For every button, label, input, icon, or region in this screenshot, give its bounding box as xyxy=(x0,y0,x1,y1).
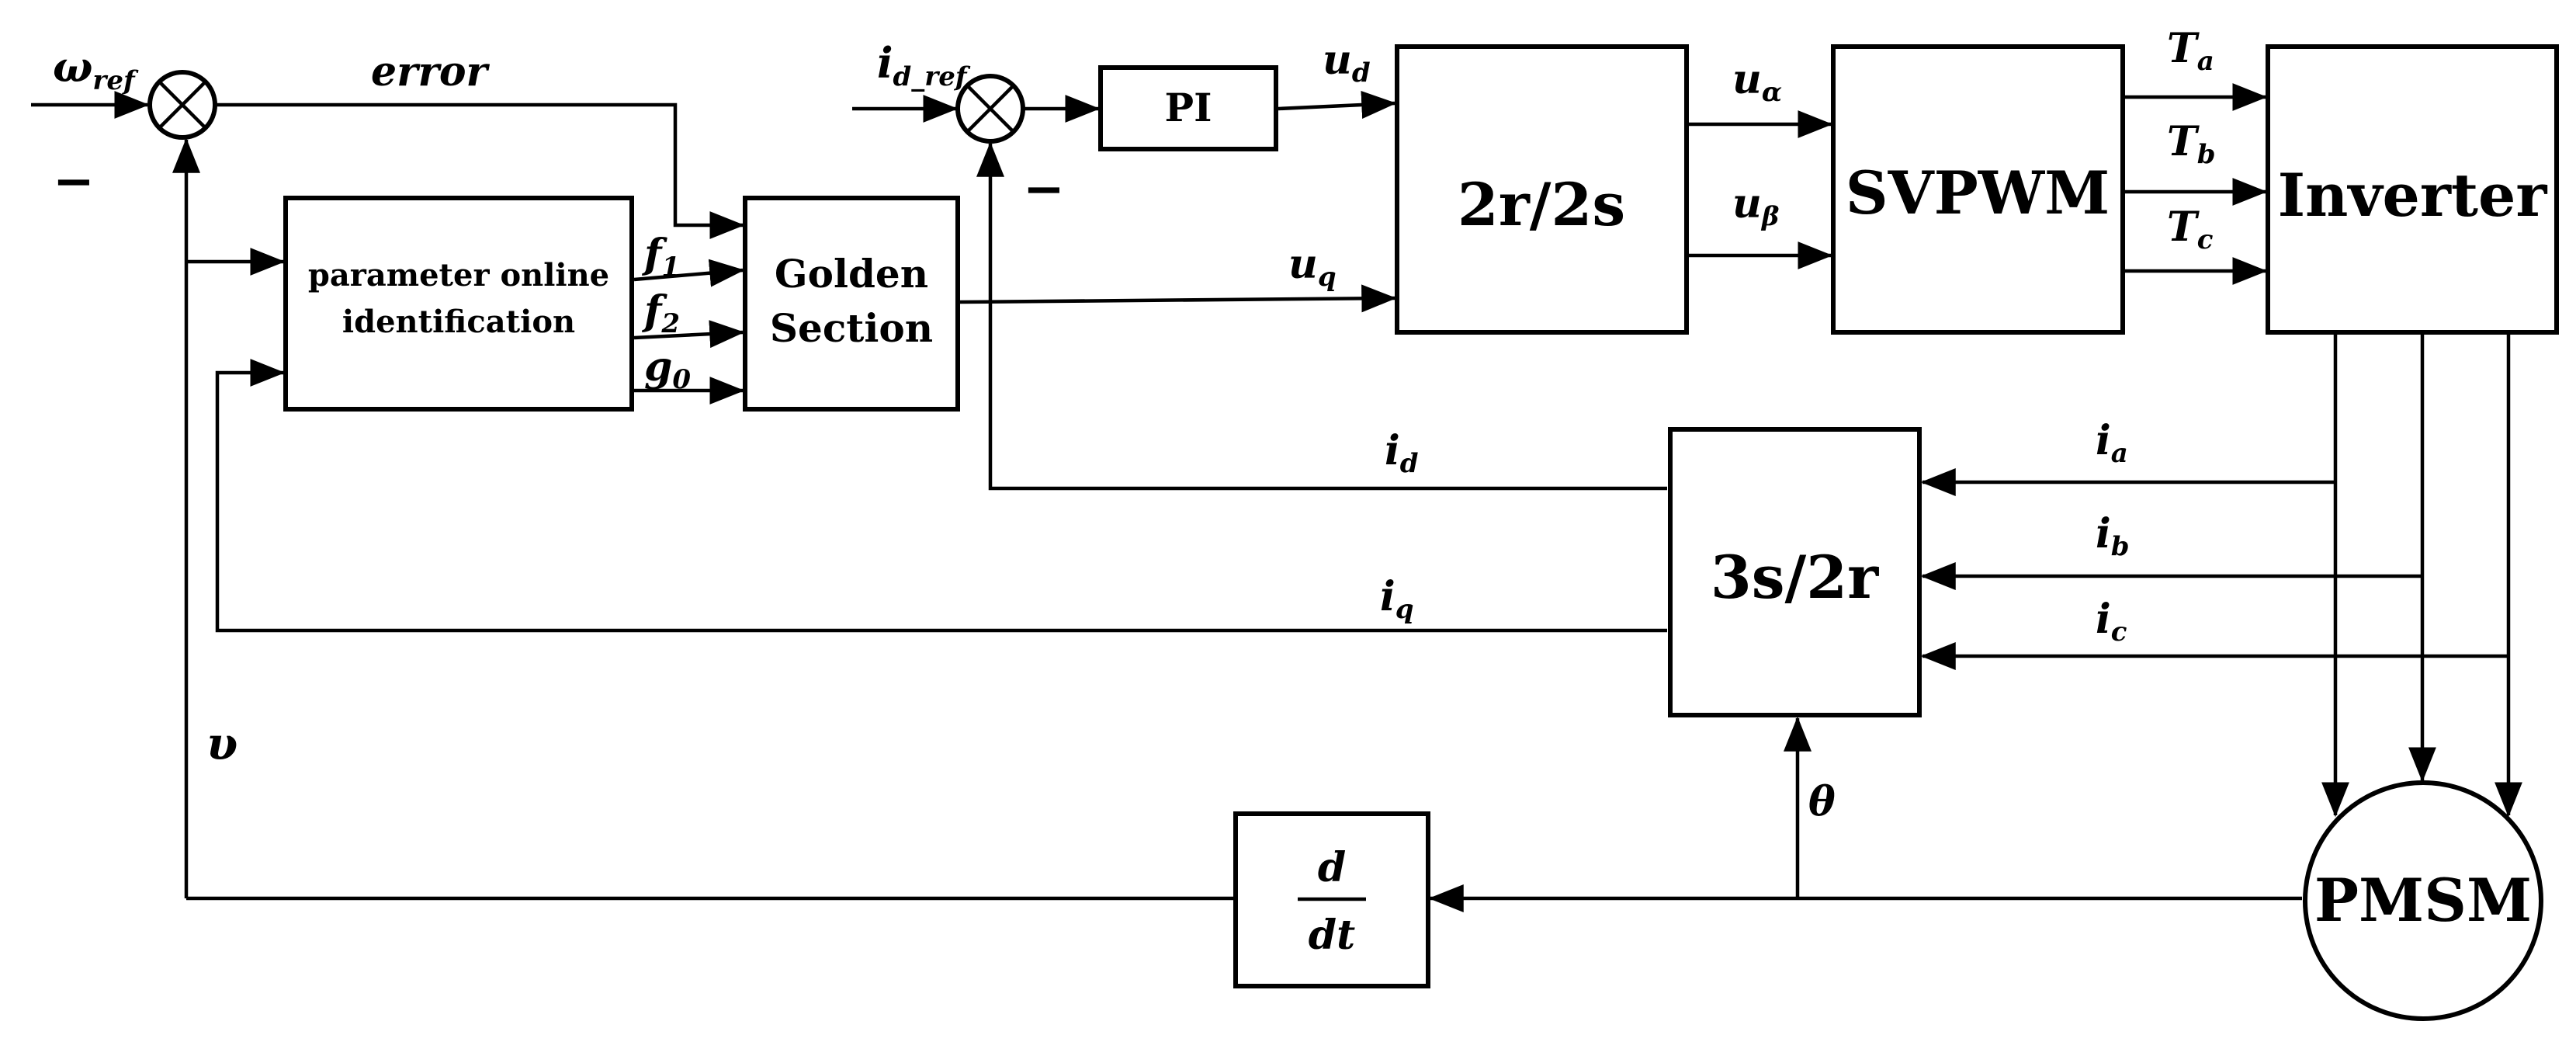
summing-junction-speed xyxy=(147,70,217,140)
label-speed-v: υ xyxy=(206,717,237,770)
label-tb: Tb xyxy=(2167,118,2215,170)
transform-2r2s-block xyxy=(1395,44,1689,335)
pi-controller-block xyxy=(1098,65,1278,151)
label-ta: Ta xyxy=(2167,25,2214,77)
svpwm-label: SVPWM xyxy=(1846,158,2110,228)
inverter-label: Inverter xyxy=(2278,161,2548,230)
transform-2r2s-label: 2r/2s xyxy=(1458,170,1625,239)
label-theta: θ xyxy=(1808,778,1836,825)
label-id: id xyxy=(1385,427,1419,479)
label-ib: ib xyxy=(2096,510,2130,562)
wire-error xyxy=(215,102,745,239)
label-tc: Tc xyxy=(2167,203,2214,255)
golden-label-line1: Golden xyxy=(775,251,928,297)
svpwm-block xyxy=(1831,44,2125,335)
label-ubeta: uβ xyxy=(1732,180,1779,232)
derivative-numerator: d xyxy=(1318,844,1346,891)
pi-label: PI xyxy=(1165,85,1212,130)
label-error: error xyxy=(371,48,491,96)
label-ualpha: uα xyxy=(1732,56,1782,108)
golden-section-block xyxy=(743,196,960,412)
wire-iq-to-param-id xyxy=(215,359,1667,633)
label-g0: g0 xyxy=(644,343,691,395)
transform-3s2r-block xyxy=(1668,427,1922,717)
wire-f1 xyxy=(633,259,745,287)
summing-junction-current xyxy=(955,74,1025,144)
label-ic: ic xyxy=(2096,596,2127,648)
label-id-ref: id_ref xyxy=(877,38,971,92)
inverter-block xyxy=(2266,44,2559,335)
wire-ud xyxy=(1278,91,1397,119)
parameter-identification-block xyxy=(283,196,634,412)
label-iq: iq xyxy=(1380,573,1414,625)
param-id-label-line2: identification xyxy=(342,304,575,340)
param-id-label-line1: parameter online xyxy=(308,257,609,293)
minus-sign-speed: − xyxy=(53,152,95,210)
label-omega-ref: ωref xyxy=(53,42,139,96)
label-f2: f2 xyxy=(641,287,680,339)
wire-uq xyxy=(959,284,1397,313)
transform-3s2r-label: 3s/2r xyxy=(1711,543,1879,612)
label-ud: ud xyxy=(1323,36,1371,89)
wire-id-feedback xyxy=(976,141,1667,491)
derivative-denominator: dt xyxy=(1309,912,1355,959)
label-f1: f1 xyxy=(641,231,680,283)
golden-label-line2: Section xyxy=(770,305,933,351)
wire-f2 xyxy=(633,320,745,349)
minus-sign-current: − xyxy=(1023,160,1065,218)
pmsm-label: PMSM xyxy=(2314,866,2532,935)
label-ia: ia xyxy=(2096,417,2128,469)
pmsm-motor xyxy=(2303,780,2543,1021)
label-uq: uq xyxy=(1288,241,1337,293)
